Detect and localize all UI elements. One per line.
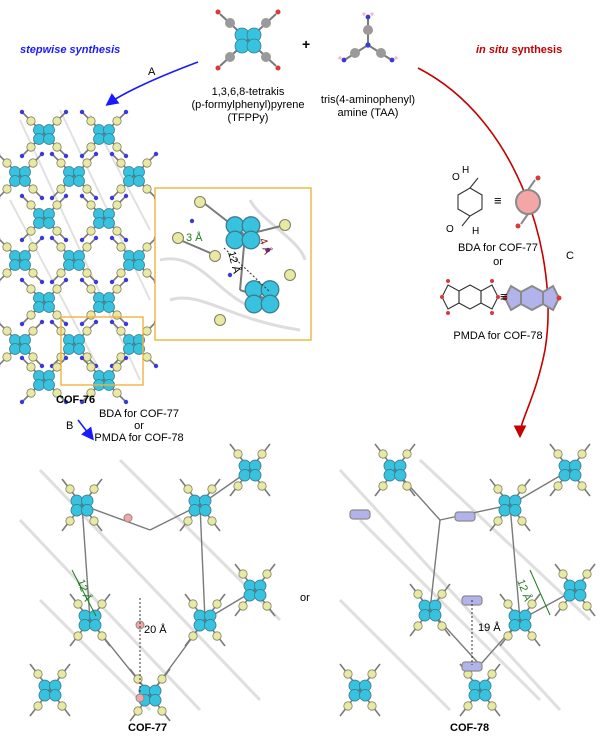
- dist-3a: 3 Å: [186, 232, 203, 244]
- in-situ-label-italic: in situ: [476, 44, 509, 56]
- bda-pmda-or: or: [493, 256, 503, 268]
- bda-h-top: H: [462, 165, 470, 176]
- dist-20a: 20 Å: [144, 624, 167, 636]
- arrow-a-label: A: [148, 66, 156, 78]
- arrow-b-label: B: [66, 420, 74, 432]
- or-label: or: [300, 592, 310, 604]
- tfppy-label-line2: (p-formylphenyl)pyrene: [191, 99, 305, 111]
- cof77-network: [18, 444, 282, 721]
- dist-19a: 19 Å: [478, 622, 501, 634]
- taa-label-line2: amine (TAA): [337, 107, 399, 119]
- in-situ-label-rest: synthesis: [508, 44, 563, 56]
- tfppy-label-line1: 1,3,6,8-tetrakis: [211, 86, 285, 98]
- bda-o-top: O: [452, 172, 460, 183]
- in-situ-synthesis-label: in situ synthesis: [476, 44, 562, 57]
- arrow-a: [105, 61, 199, 106]
- tfppy-molecule: [215, 9, 281, 71]
- cof78-network: [338, 444, 595, 716]
- taa-molecule: [338, 12, 398, 63]
- arrow-b: [77, 419, 94, 441]
- plus-sign: +: [302, 36, 311, 52]
- cof76-network: [0, 110, 158, 404]
- cof76-highlight-box: [60, 316, 144, 386]
- pmda-structure: [440, 279, 562, 315]
- taa-label-line1: tris(4-aminophenyl): [320, 94, 416, 106]
- bda-label: BDA for COF-77: [457, 242, 539, 254]
- cof77-label: COF-77: [128, 722, 168, 734]
- bda-o-bottom: O: [446, 224, 454, 235]
- arrow-c-label: C: [566, 250, 574, 262]
- pmda-equiv: ≡: [500, 289, 508, 304]
- cof76-inset: [154, 187, 312, 341]
- pmda-label: PMDA for COF-78: [453, 330, 543, 342]
- step-b-line3: PMDA for COF-78: [94, 432, 184, 444]
- step-b-line1: BDA for COF-77: [98, 408, 180, 420]
- stepwise-synthesis-label: stepwise synthesis: [20, 44, 121, 56]
- bda-structure: [457, 175, 541, 229]
- tfppy-label-line3: (TFPPy): [227, 112, 269, 124]
- cof76-label: COF-76: [56, 394, 96, 406]
- bda-equiv: ≡: [494, 193, 502, 208]
- cof78-label: COF-78: [450, 722, 490, 734]
- step-b-line2: or: [134, 420, 144, 432]
- bda-h-bottom: H: [472, 226, 480, 237]
